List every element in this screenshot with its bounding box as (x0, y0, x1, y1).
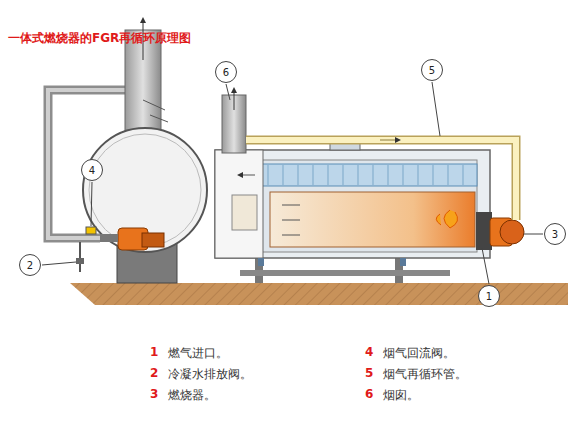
legend-text: 燃烧器。 (168, 387, 216, 404)
callout-circle: 4 (81, 159, 103, 181)
flue-return-valve (86, 227, 96, 234)
fgr-pipe (246, 140, 516, 220)
legend-number: 3 (150, 387, 158, 401)
boiler-front (83, 128, 207, 252)
drain-valve (76, 258, 84, 264)
callout-number: 3 (552, 229, 558, 240)
callout-circle: 2 (19, 254, 41, 276)
legend-text: 燃气进口。 (168, 345, 228, 362)
legend-text: 冷凝水排放阀。 (168, 366, 252, 383)
callout-number: 6 (223, 67, 229, 78)
callout-number: 2 (27, 260, 33, 271)
legend-number: 1 (150, 345, 158, 359)
smoke-box (215, 150, 263, 258)
callout-circle: 5 (421, 59, 443, 81)
legend-number: 6 (365, 387, 373, 401)
boiler-body (215, 150, 490, 258)
callout-circle: 1 (478, 285, 500, 307)
legend-number: 4 (365, 345, 373, 359)
legend-number: 5 (365, 366, 373, 380)
callout-number: 5 (429, 65, 435, 76)
furnace (270, 192, 475, 247)
callout-number: 1 (486, 291, 492, 302)
callout-circle: 3 (544, 223, 566, 245)
diagram-title: 一体式燃烧器的FGR再循环原理图 (8, 30, 191, 47)
tube-bank (262, 164, 477, 186)
legend-text: 烟气再循环管。 (383, 366, 467, 383)
leader-lines (42, 82, 543, 284)
legend-text: 烟气回流阀。 (383, 345, 455, 362)
legend-number: 2 (150, 366, 158, 380)
legend-text: 烟囱。 (383, 387, 419, 404)
callout-circle: 6 (215, 61, 237, 83)
callout-number: 4 (89, 165, 95, 176)
